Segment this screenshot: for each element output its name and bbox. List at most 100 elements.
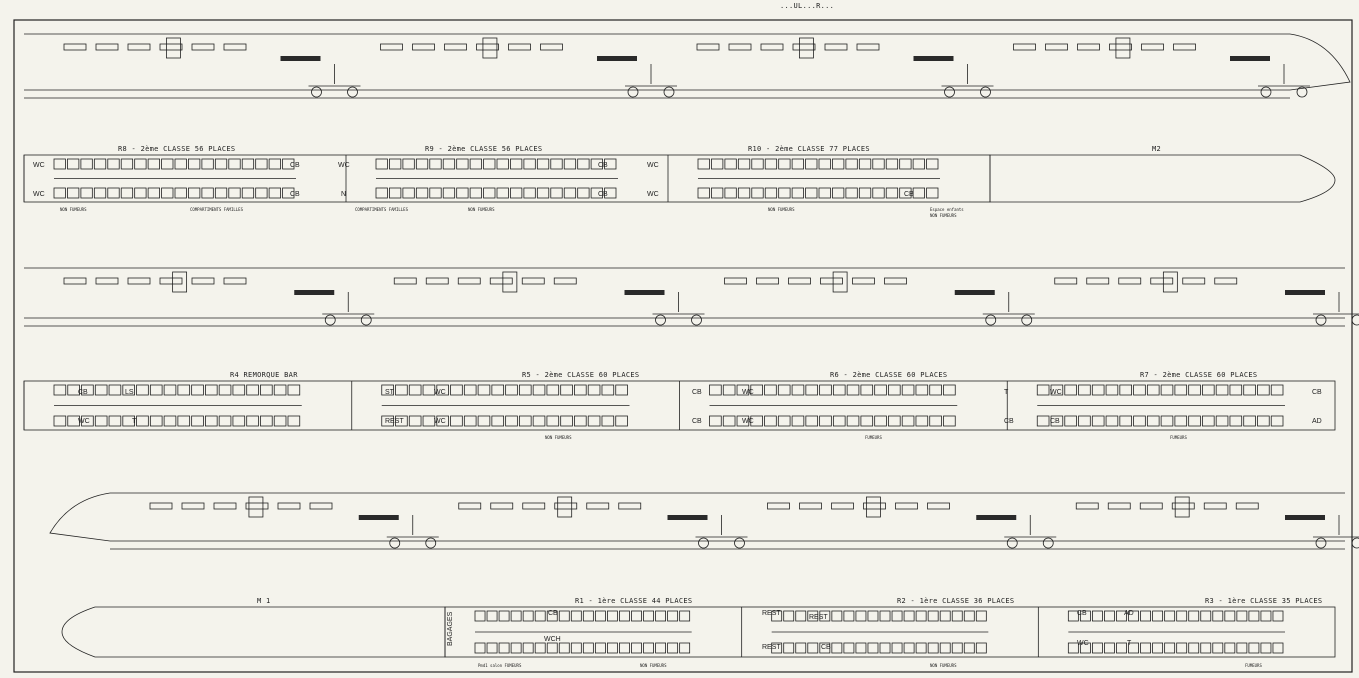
- window: [508, 43, 531, 51]
- seat: [1160, 415, 1174, 427]
- seat: [1188, 642, 1200, 654]
- seat: [831, 610, 843, 622]
- r8-note-1: NON FUMEURS: [60, 207, 87, 212]
- seat: [81, 384, 94, 396]
- seat: [560, 384, 573, 396]
- seat: [205, 384, 218, 396]
- window: [458, 502, 482, 510]
- seat: [1091, 415, 1105, 427]
- seat: [563, 158, 577, 170]
- seat: [375, 187, 388, 199]
- seat: [228, 187, 241, 199]
- seat: [1128, 642, 1139, 654]
- seat: [1224, 642, 1236, 654]
- seat: [1174, 384, 1188, 396]
- seat: [107, 187, 120, 199]
- seat: [1116, 610, 1127, 622]
- seat: [631, 610, 642, 622]
- seat: [832, 187, 845, 199]
- tag-wc: WC: [434, 389, 446, 396]
- r3-title: R3 - 1ère CLASSE 35 PLACES: [1205, 597, 1323, 605]
- seat: [1257, 415, 1270, 427]
- seat: [422, 384, 436, 396]
- door: [1174, 496, 1190, 518]
- r1-note-1: Pmd1 salon FUMEURS: [478, 663, 522, 668]
- r4-title: R4 REMORQUE BAR: [230, 371, 298, 379]
- skirt-panel: [624, 290, 665, 295]
- door: [482, 37, 498, 59]
- tag-wc: WC: [647, 162, 659, 169]
- seat: [888, 415, 901, 427]
- seat: [805, 415, 819, 427]
- skirt-panel: [667, 515, 708, 520]
- window: [1118, 277, 1142, 285]
- seat: [53, 415, 67, 427]
- seat: [737, 187, 751, 199]
- seat: [570, 610, 582, 622]
- seat: [1146, 415, 1160, 427]
- r7-title: R7 - 2ème CLASSE 60 PLACES: [1140, 371, 1258, 379]
- seat: [590, 187, 603, 199]
- seat: [879, 642, 891, 654]
- seat: [915, 415, 929, 427]
- seat: [1188, 415, 1201, 427]
- window: [1013, 43, 1036, 51]
- wheel: [627, 86, 639, 98]
- window: [788, 277, 811, 285]
- window: [863, 502, 886, 510]
- window: [1109, 43, 1132, 51]
- seat: [389, 158, 402, 170]
- tag-wc: WC: [434, 418, 446, 425]
- window: [856, 43, 880, 51]
- seat: [1092, 610, 1103, 622]
- seat: [724, 158, 737, 170]
- seat: [1270, 415, 1284, 427]
- seat: [188, 158, 201, 170]
- seat: [415, 158, 429, 170]
- seat: [1128, 610, 1139, 622]
- seat: [903, 642, 915, 654]
- seat: [436, 415, 449, 427]
- seat: [474, 610, 486, 622]
- seat: [879, 610, 891, 622]
- seat: [81, 415, 94, 427]
- window: [444, 43, 467, 51]
- door: [502, 271, 518, 293]
- window: [1107, 502, 1131, 510]
- seat: [505, 384, 518, 396]
- seat: [819, 384, 832, 396]
- seat: [498, 642, 510, 654]
- window: [1150, 277, 1174, 285]
- seat: [255, 187, 268, 199]
- window: [1182, 277, 1206, 285]
- seat: [791, 158, 804, 170]
- seat: [777, 415, 791, 427]
- window: [159, 43, 183, 51]
- seat: [532, 384, 546, 396]
- seat: [1078, 415, 1091, 427]
- seat: [518, 384, 532, 396]
- seat: [546, 415, 560, 427]
- skirt-panel: [976, 515, 1017, 520]
- window: [245, 502, 269, 510]
- seat: [655, 610, 666, 622]
- seat: [108, 384, 122, 396]
- tag-wc: WC: [33, 162, 45, 169]
- seat: [722, 415, 736, 427]
- seat: [1140, 610, 1151, 622]
- seat: [450, 384, 463, 396]
- seat: [120, 158, 134, 170]
- door: [799, 37, 814, 59]
- seat: [843, 642, 855, 654]
- seat: [191, 384, 204, 396]
- seat: [858, 187, 872, 199]
- tag-wc: WC: [647, 191, 659, 198]
- seat: [601, 415, 615, 427]
- seat: [1152, 610, 1164, 622]
- seat: [1105, 384, 1119, 396]
- seat: [750, 415, 763, 427]
- tag-cb: CB: [598, 191, 608, 198]
- seat: [872, 158, 885, 170]
